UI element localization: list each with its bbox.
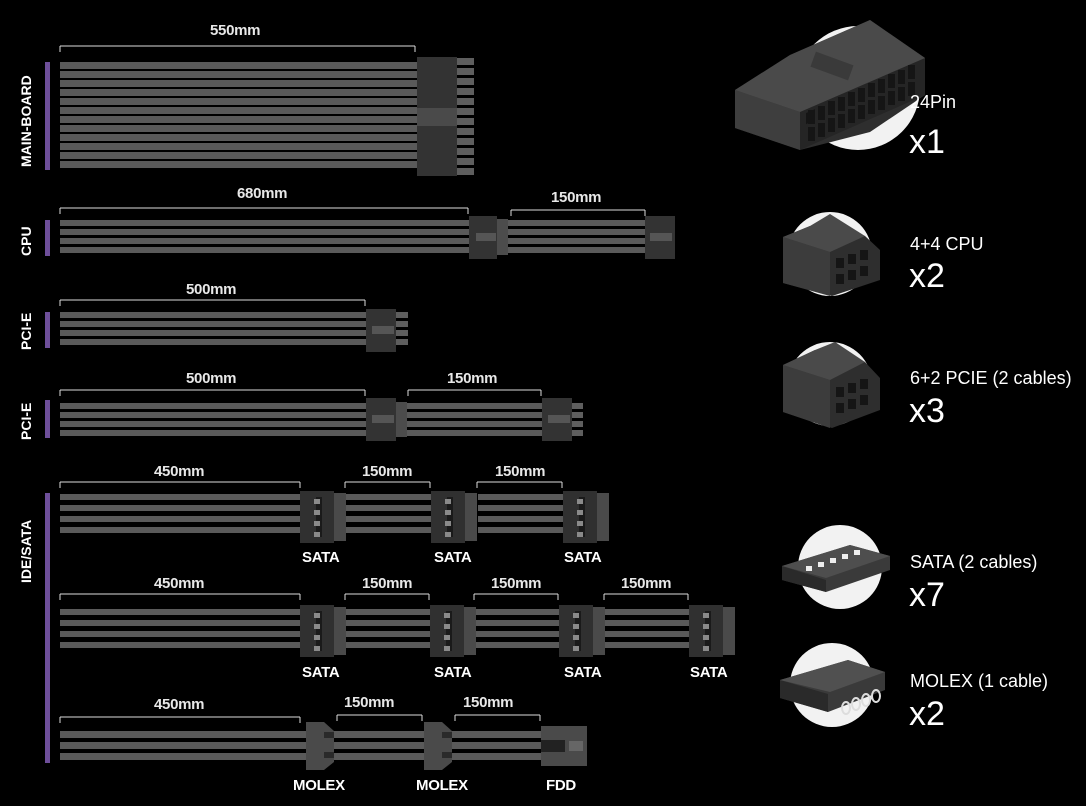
connector-name-cpu: 4+4 CPU [910,234,984,254]
connector-name-24pin: 24Pin [910,92,957,112]
connector-label-sata1-2: SATA [434,549,472,566]
connector-qty-cpu: x2 [909,257,945,295]
category-bar-idesata [45,493,50,763]
connector-label-sata2-3: SATA [564,664,602,681]
connector-qty-molex: x2 [909,695,945,733]
length-label-molex-2: 150mm [344,694,395,711]
connector-label-sata1-1: SATA [302,549,340,566]
category-bar-pcie2 [45,400,50,438]
length-label-pcie2-2: 150mm [447,370,498,387]
sata-cable-1 [59,481,609,543]
length-label-sata2-1: 450mm [154,575,205,592]
pcie-cable-1 [59,299,408,352]
category-bar-mainboard [45,62,50,170]
connector-label-sata2-4: SATA [690,664,728,681]
atx-24pin-icon [735,20,925,150]
sata-icon [782,525,890,609]
cpu-cable [59,207,675,259]
length-label-sata1-3: 150mm [495,463,546,480]
length-label-molex-1: 450mm [154,696,205,713]
connector-label-molex-1: MOLEX [293,777,345,794]
connector-qty-pcie: x3 [909,392,945,430]
mainboard-cable [59,45,474,176]
connector-label-sata1-3: SATA [564,549,602,566]
length-label-sata2-4: 150mm [621,575,672,592]
connector-qty-sata: x7 [909,576,945,614]
length-label-sata1-1: 450mm [154,463,205,480]
cpu-8pin-icon [783,212,880,296]
connector-qty-24pin: x1 [909,123,945,161]
molex-cable [59,714,587,770]
length-label-sata2-3: 150mm [491,575,542,592]
sata-cable-2 [59,593,735,657]
length-label-pcie1: 500mm [186,281,237,298]
length-label-pcie2-1: 500mm [186,370,237,387]
connector-label-molex-2: MOLEX [416,777,468,794]
category-bar-pcie1 [45,312,50,348]
length-label-cpu-1: 680mm [237,185,288,202]
pcie-8pin-icon [783,342,880,428]
length-label-mainboard: 550mm [210,22,261,39]
length-label-molex-3: 150mm [463,694,514,711]
length-label-cpu-2: 150mm [551,189,602,206]
length-label-sata1-2: 150mm [362,463,413,480]
pcie-cable-2 [59,389,583,441]
length-label-sata2-2: 150mm [362,575,413,592]
connector-label-sata2-1: SATA [302,664,340,681]
connector-name-molex: MOLEX (1 cable) [910,671,1049,691]
connector-label-sata2-2: SATA [434,664,472,681]
connector-label-fdd: FDD [546,777,576,794]
connector-name-sata: SATA (2 cables) [910,552,1038,572]
molex-icon [780,643,885,727]
connector-name-pcie: 6+2 PCIE (2 cables) [910,368,1072,388]
category-bar-cpu [45,220,50,256]
